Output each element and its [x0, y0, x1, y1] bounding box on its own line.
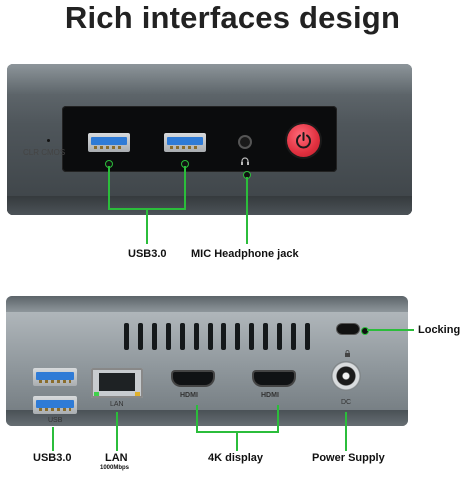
back-usb-port-1 — [33, 368, 77, 386]
back-bottom-edge — [6, 410, 408, 426]
power-supply-label: Power Supply — [312, 452, 385, 464]
callout-line — [116, 412, 118, 451]
kensington-lock-slot — [337, 324, 359, 334]
power-icon — [296, 132, 311, 149]
back-usb-caption: USB — [48, 417, 63, 424]
hdmi-caption-1: HDMI — [180, 392, 198, 399]
front-usb-label: USB3.0 — [128, 248, 167, 260]
back-usb-port-2 — [33, 396, 77, 414]
callout-line — [345, 412, 347, 451]
front-usb-port-2 — [164, 133, 206, 152]
vent-grille — [124, 323, 310, 350]
locking-label: Locking — [418, 324, 461, 336]
callout-line — [108, 166, 110, 210]
callout-line — [184, 166, 186, 210]
callout-line — [52, 427, 54, 451]
lock-icon — [345, 344, 350, 357]
display-label: 4K display — [208, 452, 264, 464]
headphone-icon — [240, 153, 250, 165]
front-bottom-edge — [7, 196, 412, 215]
callout-line — [196, 405, 198, 433]
back-top-edge — [6, 296, 408, 312]
callout-line — [146, 208, 148, 244]
callout-dot-lock — [361, 327, 369, 335]
dc-caption: DC — [341, 399, 352, 406]
lan-label: LAN — [105, 452, 128, 464]
hdmi-port-1 — [173, 372, 213, 385]
back-usb-label: USB3.0 — [33, 452, 72, 464]
ethernet-port — [91, 368, 143, 398]
power-button — [287, 124, 320, 157]
callout-line — [277, 405, 279, 433]
callout-line — [236, 431, 238, 451]
clr-cmos-hole — [47, 139, 50, 142]
front-top-edge — [7, 64, 412, 94]
hdmi-caption-2: HDMI — [261, 392, 279, 399]
callout-line — [367, 329, 414, 331]
front-usb-port-1 — [88, 133, 130, 152]
hdmi-port-2 — [254, 372, 294, 385]
clr-cmos-label: CLR CMOS — [23, 148, 66, 157]
jack-label: MIC Headphone jack — [191, 248, 299, 260]
page-title: Rich interfaces design — [64, 0, 401, 35]
audio-jack — [240, 137, 250, 147]
dc-power-jack — [331, 361, 361, 391]
lan-speed-label: 1000Mbps — [100, 465, 130, 471]
lan-port-caption: LAN — [110, 401, 124, 408]
callout-line — [246, 177, 248, 244]
